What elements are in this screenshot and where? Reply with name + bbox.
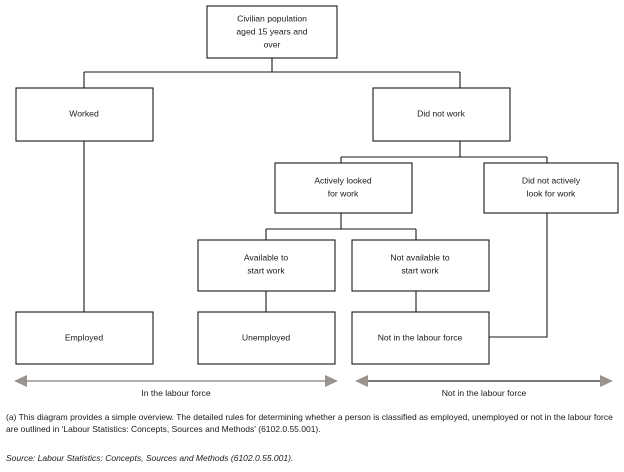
span-in-the-labour-force: In the labour force: [14, 375, 338, 398]
box-civilian-population-rect: [206, 5, 338, 59]
box-available-to-start-work[interactable]: Available to start work: [197, 239, 336, 292]
box-actively-looked-for-work[interactable]: Actively looked for work: [274, 162, 413, 214]
box-did-not-actively-look-line-1: look for work: [527, 188, 576, 198]
notes-block: (a) This diagram provides a simple overv…: [6, 411, 618, 435]
source-text: Source: Labour Statistics: Concepts, Sou…: [6, 453, 294, 463]
box-not-available-to-start-work-rect: [351, 239, 490, 292]
box-actively-looked-line-0: Actively looked: [314, 175, 372, 185]
box-available-to-start-work-rect: [197, 239, 336, 292]
box-civilian-population-line-0: Civilian population: [237, 13, 307, 23]
flowchart-svg: Civilian population aged 15 years and ov…: [14, 5, 619, 398]
box-civilian-population[interactable]: Civilian population aged 15 years and ov…: [206, 5, 338, 59]
connector-group: [83, 58, 548, 338]
box-not-available-to-start-work[interactable]: Not available to start work: [351, 239, 490, 292]
box-did-not-actively-look-line-0: Did not actively: [522, 175, 581, 185]
box-unemployed-rect: [197, 311, 336, 365]
span-left-arrow-head-end: [325, 375, 338, 387]
box-not-available-line-1: start work: [401, 265, 439, 275]
box-civilian-population-line-1: aged 15 years and: [236, 26, 307, 36]
span-right-arrow-head-start: [355, 375, 368, 387]
box-did-not-actively-look-rect: [483, 162, 619, 214]
box-did-not-work[interactable]: Did not work: [372, 87, 511, 142]
connector-didnotactively-to-nilf: [489, 213, 548, 338]
span-left-label: In the labour force: [141, 388, 210, 398]
span-left-arrow-head-start: [14, 375, 27, 387]
box-actively-looked-for-work-rect: [274, 162, 413, 214]
box-not-available-line-0: Not available to: [390, 252, 449, 262]
box-employed[interactable]: Employed: [15, 311, 154, 365]
box-actively-looked-line-1: for work: [328, 188, 359, 198]
span-right-label: Not in the labour force: [442, 388, 527, 398]
box-did-not-work-rect: [372, 87, 511, 142]
footnote-text: (a) This diagram provides a simple overv…: [6, 412, 613, 435]
box-available-line-1: start work: [247, 265, 285, 275]
box-worked[interactable]: Worked: [15, 87, 154, 142]
box-worked-line-0: Worked: [69, 108, 99, 118]
box-worked-rect: [15, 87, 154, 142]
box-did-not-actively-look-for-work[interactable]: Did not actively look for work: [483, 162, 619, 214]
span-right-arrow-head-end: [600, 375, 613, 387]
box-not-in-the-labour-force[interactable]: Not in the labour force: [351, 311, 490, 365]
box-nilf-line-0: Not in the labour force: [378, 332, 463, 342]
box-not-in-the-labour-force-rect: [351, 311, 490, 365]
box-unemployed[interactable]: Unemployed: [197, 311, 336, 365]
box-did-not-work-line-0: Did not work: [417, 108, 465, 118]
box-unemployed-line-0: Unemployed: [242, 332, 290, 342]
box-civilian-population-line-2: over: [264, 39, 281, 49]
box-available-line-0: Available to: [244, 252, 288, 262]
box-employed-line-0: Employed: [65, 332, 103, 342]
span-not-in-the-labour-force: Not in the labour force: [355, 375, 613, 398]
box-employed-rect: [15, 311, 154, 365]
